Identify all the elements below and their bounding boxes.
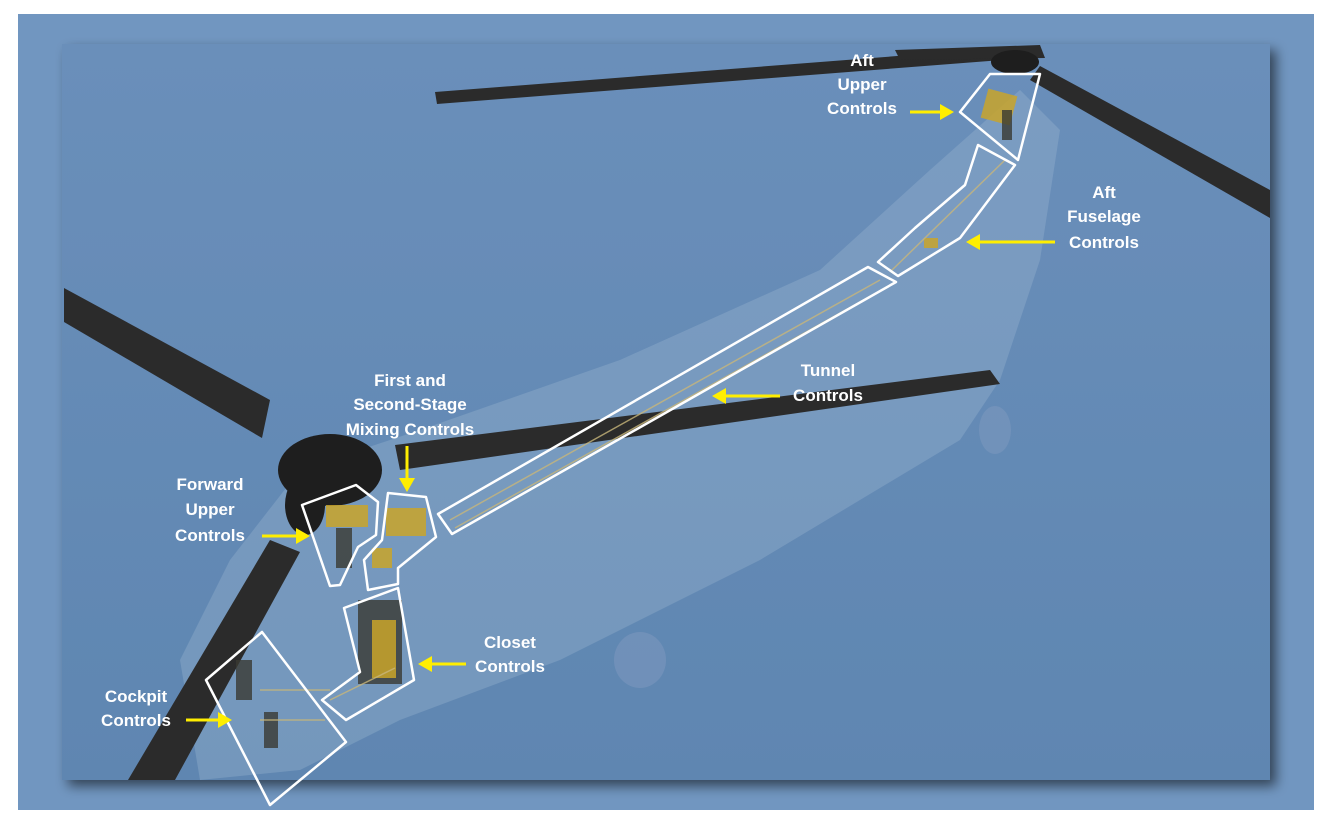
forward-upper-line-1: Forward (176, 475, 243, 494)
forward-upper-label: Forward Upper Controls (175, 475, 245, 545)
closet-line-1: Closet (484, 633, 536, 652)
tunnel-line-2: Controls (793, 386, 863, 405)
aft-rotor-hub (991, 50, 1039, 74)
aft-upper-line-2: Upper (837, 75, 887, 94)
cockpit-line-1: Cockpit (105, 687, 168, 706)
mixing-line-3: Mixing Controls (346, 420, 474, 439)
aft-fuselage-line-3: Controls (1069, 233, 1139, 252)
aft-upper-line-3: Controls (827, 99, 897, 118)
landing-gear-ghost-1 (614, 632, 666, 688)
mixing-line-2: Second-Stage (353, 395, 466, 414)
aft-upper-line-1: Aft (850, 51, 874, 70)
tunnel-line-1: Tunnel (801, 361, 855, 380)
mixing-line-1: First and (374, 371, 446, 390)
closet-line-2: Controls (475, 657, 545, 676)
forward-upper-line-2: Upper (185, 500, 235, 519)
landing-gear-ghost-2 (979, 406, 1011, 454)
cockpit-line-2: Controls (101, 711, 171, 730)
forward-upper-line-3: Controls (175, 526, 245, 545)
aft-fuselage-line-1: Aft (1092, 183, 1116, 202)
aft-fuselage-line-2: Fuselage (1067, 207, 1141, 226)
